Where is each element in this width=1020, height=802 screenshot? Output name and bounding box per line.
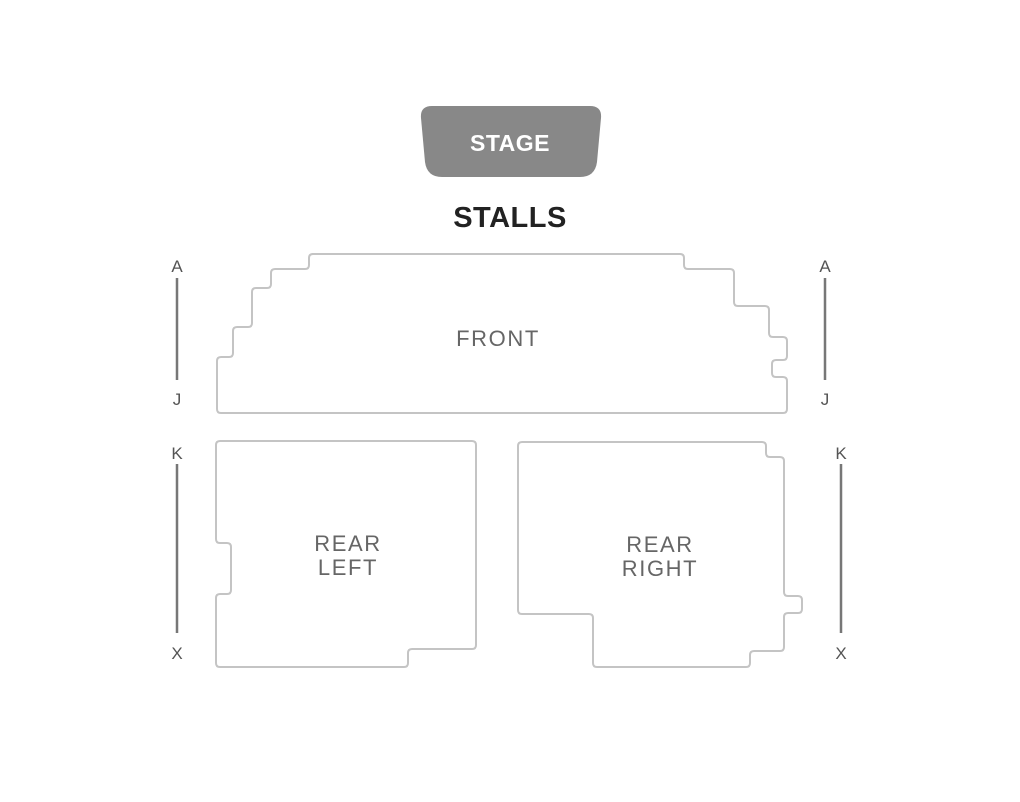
- section-front-label: FRONT: [456, 326, 540, 351]
- row-marker-right-k-x: K X: [835, 444, 847, 663]
- stage: STAGE: [420, 106, 602, 177]
- row-marker-left-k-x: K X: [171, 444, 183, 663]
- row-marker-right-a-j: A J: [819, 257, 831, 409]
- section-rear-left[interactable]: REAR LEFT: [215, 440, 477, 668]
- section-rear-left-outline: [215, 440, 477, 668]
- section-rear-left-label-line1: REAR: [314, 531, 382, 556]
- row-marker-left-a-j: A J: [171, 257, 183, 409]
- row-label-end: J: [173, 390, 182, 409]
- section-rear-left-label-line2: LEFT: [318, 555, 378, 580]
- section-rear-right[interactable]: REAR RIGHT: [517, 441, 803, 668]
- row-label-end: J: [821, 390, 830, 409]
- area-title: STALLS: [453, 202, 567, 234]
- row-label-start: K: [171, 444, 183, 463]
- row-label-end: X: [171, 644, 182, 663]
- row-label-end: X: [835, 644, 846, 663]
- section-rear-right-label-line2: RIGHT: [622, 556, 698, 581]
- section-rear-right-label-line1: REAR: [626, 532, 694, 557]
- section-front-outline: [216, 253, 788, 414]
- row-label-start: A: [819, 257, 831, 276]
- row-label-start: K: [835, 444, 847, 463]
- stage-label: STAGE: [470, 130, 550, 156]
- stage-shape: [420, 106, 602, 177]
- section-front[interactable]: FRONT: [216, 253, 788, 414]
- row-label-start: A: [171, 257, 183, 276]
- section-rear-right-outline: [517, 441, 803, 668]
